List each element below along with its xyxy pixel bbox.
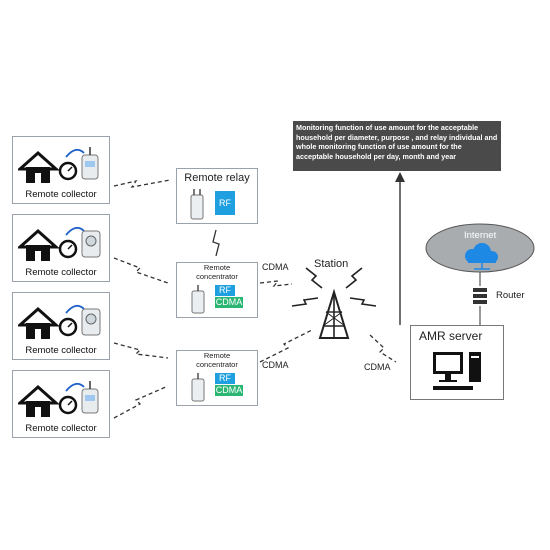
rf-tag: RF bbox=[215, 285, 235, 296]
computer-icon bbox=[433, 352, 481, 390]
remote-relay: Remote relay RF bbox=[176, 168, 258, 224]
concentrator-title: Remote concentrator bbox=[196, 351, 238, 369]
amr-server: AMR server bbox=[410, 325, 504, 400]
remote-collector-1: Remote collector bbox=[12, 136, 110, 204]
collector-label: Remote collector bbox=[25, 189, 97, 200]
remote-concentrator-2: Remote concentrator RF CDMA bbox=[176, 350, 258, 406]
router-icon bbox=[473, 288, 487, 304]
house-meter-icon bbox=[18, 304, 101, 339]
wireless-link bbox=[113, 179, 171, 188]
cloud-icon bbox=[465, 243, 498, 270]
wireless-link bbox=[259, 329, 313, 363]
remote-concentrator-1: Remote concentrator RF CDMA bbox=[176, 262, 258, 318]
concentrator-device-icon bbox=[191, 285, 205, 314]
wireless-link bbox=[212, 229, 220, 257]
house-meter-icon bbox=[18, 226, 101, 261]
cdma-link-label: CDMA bbox=[262, 360, 289, 370]
remote-collector-4: Remote collector bbox=[12, 370, 110, 438]
wireless-link bbox=[113, 385, 169, 419]
wireless-link bbox=[113, 257, 169, 284]
wireless-link bbox=[369, 334, 397, 363]
server-title: AMR server bbox=[419, 329, 483, 343]
monitoring-caption: Monitoring function of use amount for th… bbox=[293, 121, 501, 171]
collector-label: Remote collector bbox=[25, 423, 97, 434]
cdma-tag: CDMA bbox=[215, 297, 243, 308]
cdma-link-label: CDMA bbox=[262, 262, 289, 272]
cdma-link-label: CDMA bbox=[364, 362, 391, 372]
cdma-tag: CDMA bbox=[215, 385, 243, 396]
internet-cloud bbox=[425, 223, 535, 273]
wireless-link bbox=[113, 342, 169, 359]
rf-tag: RF bbox=[215, 373, 235, 384]
wireless-link bbox=[259, 280, 293, 287]
tower-icon bbox=[291, 267, 377, 339]
station-label: Station bbox=[314, 258, 349, 270]
arrow-head bbox=[395, 172, 405, 182]
relay-device-icon bbox=[190, 189, 204, 220]
collector-label: Remote collector bbox=[25, 345, 97, 356]
relay-title: Remote relay bbox=[184, 172, 250, 184]
internet-label: Internet bbox=[464, 230, 497, 241]
concentrator-title: Remote concentrator bbox=[196, 263, 238, 281]
remote-collector-3: Remote collector bbox=[12, 292, 110, 360]
collector-label: Remote collector bbox=[25, 267, 97, 278]
concentrator-device-icon bbox=[191, 373, 205, 402]
rf-tag: RF bbox=[215, 191, 235, 215]
remote-collector-2: Remote collector bbox=[12, 214, 110, 282]
house-meter-icon bbox=[18, 381, 99, 417]
house-meter-icon bbox=[18, 147, 99, 183]
router-label: Router bbox=[496, 290, 525, 301]
